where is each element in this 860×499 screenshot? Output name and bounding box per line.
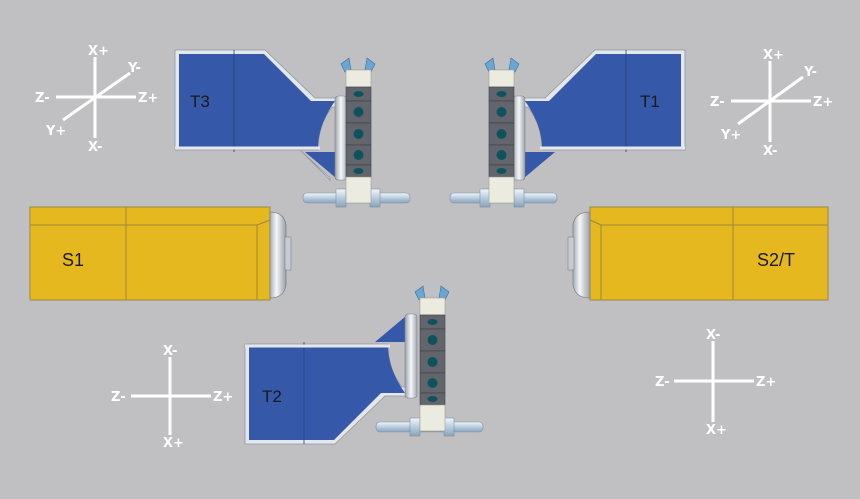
axis-label-x-top: X- <box>163 344 177 359</box>
axis-label-z-neg: Z- <box>35 91 50 106</box>
spindle-label-s1: S1 <box>62 250 84 270</box>
tool-t2 <box>244 285 484 445</box>
tool-label-t3: T3 <box>190 92 210 111</box>
axis-label-z-neg: Z- <box>655 375 670 390</box>
axis-cross-bottom-left: X- X+ Z- Z+ <box>111 344 233 451</box>
axis-label-z-pos: Z+ <box>213 390 233 405</box>
axis-label-y-pos: Y+ <box>45 124 66 139</box>
axis-label-x-neg: X- <box>763 144 777 159</box>
axis-triad-top-left: X+ X- Z- Z+ Y- Y+ <box>35 44 158 155</box>
axis-label-z-neg: Z- <box>111 390 126 405</box>
axis-label-z-pos: Z+ <box>138 91 158 106</box>
axis-label-x-pos: X+ <box>88 44 109 59</box>
axis-label-x-top: X- <box>706 328 720 343</box>
axis-label-z-neg: Z- <box>710 95 725 110</box>
axis-label-x-bottom: X+ <box>163 436 184 451</box>
spindle-s1: S1 <box>29 206 292 301</box>
tool-label-t2: T2 <box>262 387 282 406</box>
tool-holder-t3 <box>302 57 411 208</box>
axis-label-x-neg: X- <box>88 140 102 155</box>
axis-label-z-pos: Z+ <box>813 95 833 110</box>
axis-label-y-pos: Y+ <box>720 128 741 143</box>
tool-t1 <box>449 49 686 208</box>
tool-t3: T3 <box>174 49 348 181</box>
axis-triad-top-right: X+ X- Z- Z+ Y- Y+ <box>710 48 833 159</box>
spindle-s2: S2/T <box>567 206 829 301</box>
chuck-face-icon <box>572 211 591 299</box>
spindle-label-s2: S2/T <box>757 250 795 270</box>
axis-label-y-neg: Y- <box>803 65 817 80</box>
chuck-face-icon <box>269 211 287 299</box>
axis-label-x-pos: X+ <box>763 48 784 63</box>
axis-cross-bottom-right: X- X+ Z- Z+ <box>655 328 776 438</box>
tool-label-t1: T1 <box>640 92 660 111</box>
axis-label-x-bottom: X+ <box>706 423 727 438</box>
axis-label-z-pos: Z+ <box>756 375 776 390</box>
axis-label-y-neg: Y- <box>127 61 141 76</box>
